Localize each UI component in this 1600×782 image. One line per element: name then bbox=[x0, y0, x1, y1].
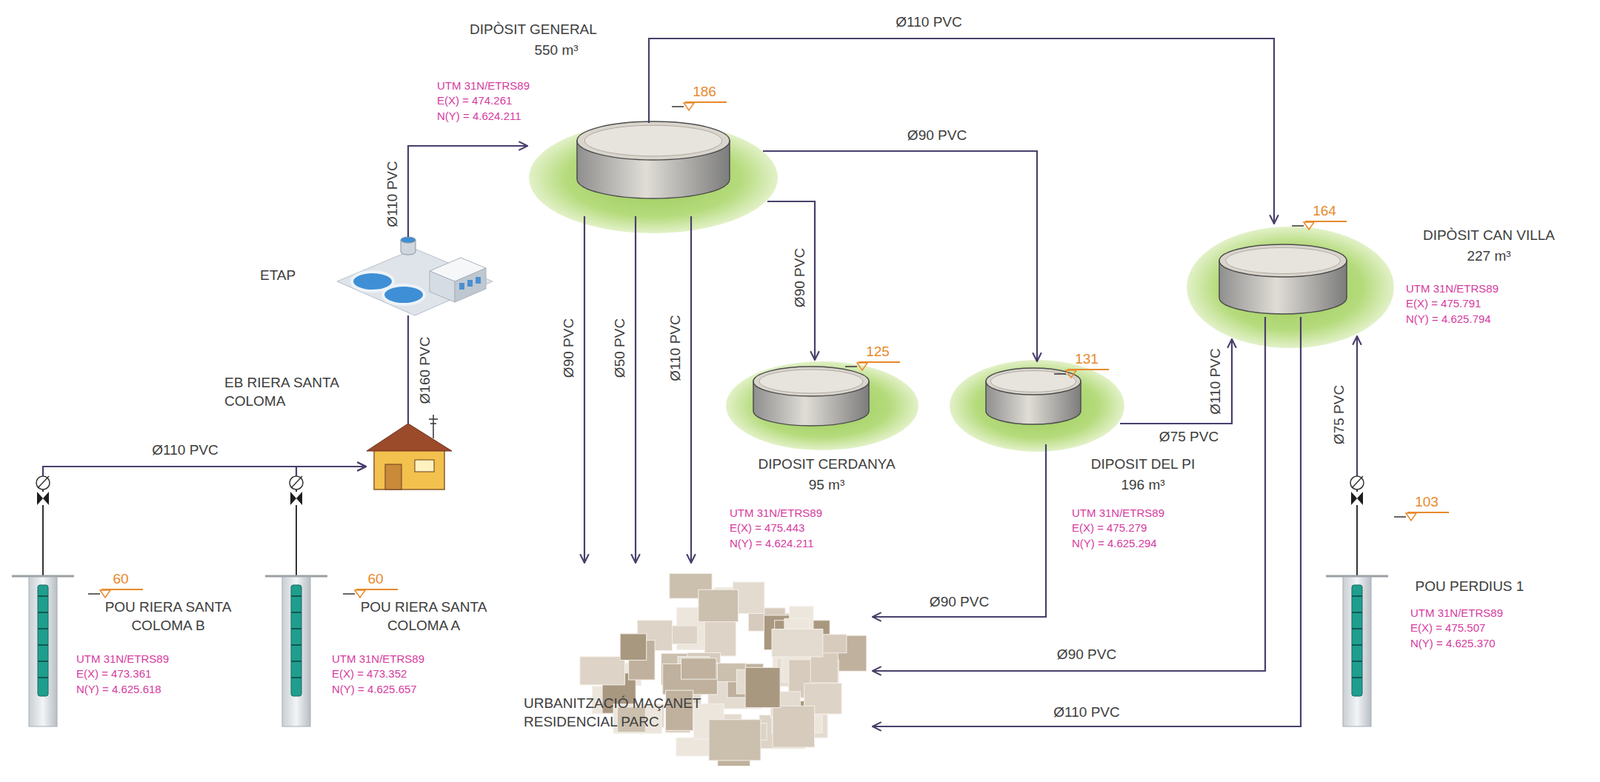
elevation-marker bbox=[845, 362, 900, 371]
network-node: POU PERDIUS 1 UTM 31N/ETRS89 E(X) = 475.5… bbox=[1333, 474, 1556, 726]
coordinates-text: UTM 31N/ETRS89 E(X) = 473.352 N(Y) = 4.6… bbox=[331, 651, 429, 698]
pipe-label: Ø90 PVC bbox=[1054, 646, 1119, 664]
node-name: DIPÒSIT GENERAL bbox=[437, 20, 630, 40]
pipe-label: Ø75 PVC bbox=[1331, 382, 1349, 447]
elevation-label: 103 bbox=[1414, 494, 1439, 512]
elevation-marker bbox=[88, 589, 143, 598]
elevation-label: 125 bbox=[865, 343, 890, 361]
pipe-label: Ø110 PVC bbox=[1051, 704, 1122, 722]
pipe-connector bbox=[408, 145, 528, 238]
pipe-connector bbox=[42, 466, 366, 477]
network-node: DIPÒSIT CAN VILLA227 m³ UTM 31N/ETRS89 E(… bbox=[1185, 200, 1586, 349]
elevation-marker bbox=[671, 102, 727, 111]
pipe-connector bbox=[1120, 339, 1232, 424]
elevation-label: 60 bbox=[112, 571, 129, 589]
pipe-label: Ø90 PVC bbox=[560, 316, 578, 380]
well-pump bbox=[265, 476, 328, 727]
tank-top-inner bbox=[584, 125, 722, 157]
pipe-label: Ø50 PVC bbox=[611, 316, 629, 380]
coordinates-text: UTM 31N/ETRS89 E(X) = 475.443 N(Y) = 4.6… bbox=[729, 505, 827, 552]
pipe-connector bbox=[296, 466, 366, 477]
treatment-plant bbox=[337, 237, 493, 316]
well-pump bbox=[11, 476, 75, 727]
pipe-label: Ø110 PVC bbox=[1207, 345, 1225, 417]
pipe-label: Ø110 PVC bbox=[893, 14, 964, 32]
coordinates-text: UTM 31N/ETRS89 E(X) = 473.361 N(Y) = 4.6… bbox=[76, 651, 174, 698]
node-name: DIPOSIT CERDANYA bbox=[730, 455, 923, 475]
pipe-label: Ø160 PVC bbox=[417, 334, 435, 407]
pipe-label: Ø90 PVC bbox=[927, 594, 992, 612]
node-name: POU RIERA SANTA COLOMA A bbox=[345, 598, 502, 635]
coordinates-text: UTM 31N/ETRS89 E(X) = 475.279 N(Y) = 4.6… bbox=[1071, 505, 1169, 552]
urban-area bbox=[580, 573, 867, 766]
node-name: 227 m³ bbox=[1444, 247, 1534, 266]
node-name: 95 m³ bbox=[782, 476, 872, 495]
pipe-connector bbox=[407, 315, 409, 424]
pumping-house bbox=[366, 414, 452, 490]
elevation-label: 131 bbox=[1074, 351, 1099, 369]
tank-top bbox=[753, 366, 869, 397]
network-node: POU RIERA SANTA COLOMA B UTM 31N/ETRS89 E… bbox=[14, 474, 260, 734]
node-name: DIPÒSIT CAN VILLA bbox=[1400, 226, 1578, 246]
elevation-marker bbox=[1394, 512, 1449, 521]
elevation-label: 60 bbox=[367, 571, 383, 589]
elevation-marker bbox=[1291, 221, 1347, 230]
tank-top bbox=[577, 121, 730, 160]
elevation-label: 186 bbox=[692, 83, 717, 101]
node-name: 196 m³ bbox=[1098, 476, 1188, 495]
pipe-label: Ø110 PVC bbox=[667, 312, 685, 383]
tank-top-inner bbox=[1225, 247, 1341, 274]
pipe-label: Ø90 PVC bbox=[905, 127, 969, 145]
elevation-marker bbox=[1054, 369, 1109, 378]
network-node: ETAP bbox=[251, 237, 497, 315]
elevation-label: 164 bbox=[1312, 202, 1337, 220]
tank-top-inner bbox=[759, 369, 863, 394]
pipe-label: Ø110 PVC bbox=[384, 158, 402, 229]
pipe-connector bbox=[648, 38, 1275, 224]
grass-area bbox=[949, 360, 1125, 452]
node-name: DIPOSIT DEL PI bbox=[1054, 455, 1232, 475]
node-name: EB RIERA SANTA COLOMA bbox=[224, 374, 373, 411]
node-name: 550 m³ bbox=[511, 41, 601, 60]
grass-area bbox=[1186, 226, 1395, 349]
tank-top-inner bbox=[990, 371, 1076, 393]
network-node: EB RIERA SANTA COLOMA bbox=[222, 370, 460, 493]
network-node: DIPOSIT DEL PI196 m³ UTM 31N/ETRS89 E(X) … bbox=[944, 348, 1234, 552]
tank-top bbox=[985, 368, 1081, 395]
pipe-label: Ø75 PVC bbox=[1157, 428, 1221, 446]
node-name: ETAP bbox=[260, 266, 320, 286]
grass-area bbox=[528, 122, 778, 234]
pipe-connector bbox=[872, 317, 1301, 727]
pipe-connector bbox=[872, 317, 1266, 672]
network-node: DIPÒSIT GENERAL550 m³ UTM 31N/ETRS89 E(X)… bbox=[433, 14, 782, 238]
pipe-connector bbox=[762, 151, 1038, 362]
coordinates-text: UTM 31N/ETRS89 E(X) = 475.791 N(Y) = 4.6… bbox=[1405, 281, 1503, 327]
pipe-label: Ø110 PVC bbox=[149, 442, 220, 460]
pipe-label: Ø90 PVC bbox=[791, 245, 809, 310]
pipe-connector bbox=[690, 216, 692, 563]
node-name: URBANITZACIÓ MAÇANET RESIDENCIAL PARC bbox=[523, 694, 746, 732]
node-name: POU PERDIUS 1 bbox=[1388, 577, 1552, 597]
pipe-connector bbox=[872, 444, 1046, 618]
pipe-connector bbox=[1356, 336, 1358, 477]
well-pump bbox=[1325, 476, 1389, 727]
tank-top bbox=[1219, 244, 1347, 278]
pipe-connector bbox=[634, 216, 637, 563]
coordinates-text: UTM 31N/ETRS89 E(X) = 475.507 N(Y) = 4.6… bbox=[1410, 605, 1508, 652]
network-node: POU RIERA SANTA COLOMA A UTM 31N/ETRS89 E… bbox=[274, 474, 512, 734]
network-node: DIPOSIT CERDANYA95 m³ UTM 31N/ETRS89 E(X)… bbox=[722, 348, 923, 552]
network-node: URBANITZACIÓ MAÇANET RESIDENCIAL PARC bbox=[518, 562, 875, 778]
coordinates-text: UTM 31N/ETRS89 E(X) = 474.261 N(Y) = 4.6… bbox=[437, 78, 535, 124]
grass-area bbox=[725, 361, 919, 451]
elevation-marker bbox=[342, 589, 398, 598]
node-name: POU RIERA SANTA COLOMA B bbox=[90, 598, 246, 635]
pipe-connector bbox=[583, 216, 586, 563]
pipe-connector bbox=[767, 201, 815, 360]
